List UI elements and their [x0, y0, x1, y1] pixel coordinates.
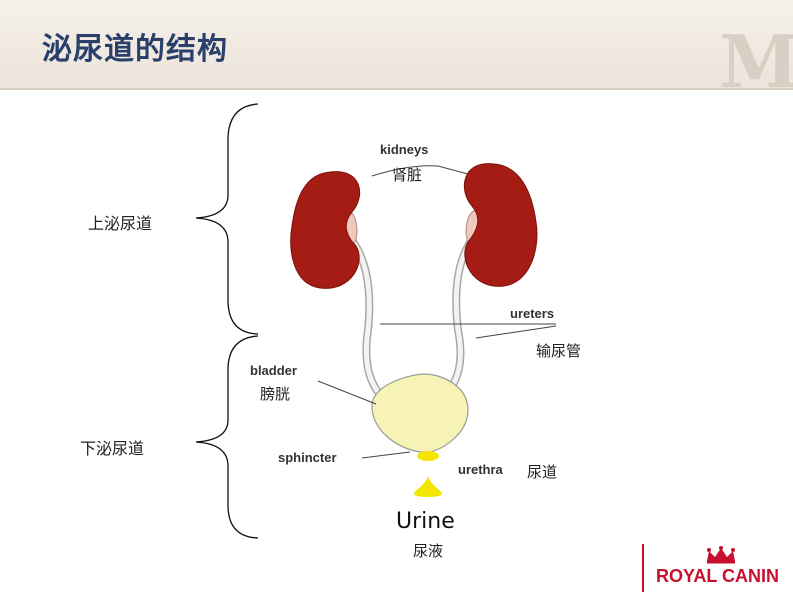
kidneys-label-zh: 肾脏	[392, 166, 423, 184]
ureters-label: ureters	[510, 306, 555, 321]
watermark-letter: M	[719, 19, 793, 104]
header-band	[0, 0, 793, 88]
kidneys-pointer	[371, 165, 469, 177]
crown-icon	[707, 546, 735, 564]
urethra-drop	[417, 451, 439, 461]
royal-canin-logo: ROYAL CANIN	[642, 544, 792, 592]
sphincter-label: sphincter	[278, 450, 337, 465]
urethra-label: urethra	[458, 462, 503, 477]
bladder	[371, 373, 469, 453]
urine-label-zh: 尿液	[413, 542, 444, 560]
logo-text: ROYAL CANIN	[656, 566, 780, 586]
header-divider	[0, 88, 793, 90]
lower-urinary-tract-label: 下泌尿道	[80, 439, 145, 458]
lower-brace	[195, 335, 259, 539]
urethra-label-zh: 尿道	[527, 463, 558, 481]
bladder-pointer	[317, 380, 377, 405]
kidneys-label: kidneys	[380, 142, 429, 157]
left-kidney	[290, 171, 361, 289]
ureters-pointer-diagonal	[475, 325, 557, 339]
bladder-label-zh: 膀胱	[260, 385, 291, 403]
upper-brace	[195, 103, 259, 335]
urine-drop	[414, 476, 442, 497]
ureters-label-zh: 输尿管	[536, 342, 582, 360]
urine-label: Urine	[396, 509, 455, 534]
upper-urinary-tract-label: 上泌尿道	[88, 214, 153, 233]
bladder-label: bladder	[250, 363, 297, 378]
right-kidney	[463, 163, 538, 287]
sphincter-pointer	[361, 451, 411, 459]
page-title: 泌尿道的结构	[42, 32, 228, 67]
